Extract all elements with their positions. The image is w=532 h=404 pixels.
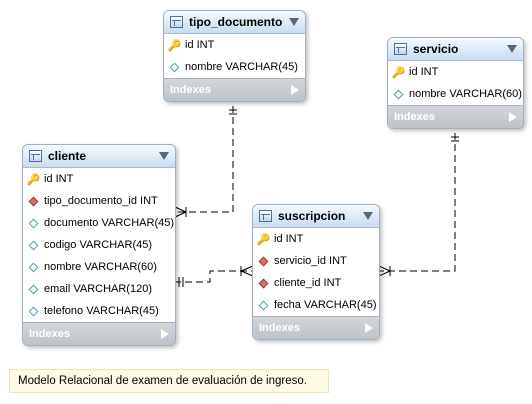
column-icon (28, 240, 39, 251)
collapse-arrow-icon[interactable] (507, 45, 517, 53)
indexes-label: Indexes (259, 322, 300, 334)
table-title: cliente (48, 149, 87, 163)
column-row[interactable]: telefono VARCHAR(45) (23, 300, 175, 322)
column-icon (393, 89, 404, 100)
indexes-section[interactable]: Indexes (253, 316, 379, 339)
column-label: telefono VARCHAR(45) (44, 305, 159, 317)
table-icon (170, 16, 183, 28)
table-header[interactable]: tipo_documento (164, 11, 305, 34)
column-label: servicio_id INT (274, 255, 347, 267)
expand-arrow-icon[interactable] (509, 112, 517, 122)
column-row[interactable]: servicio_id INT (253, 250, 379, 272)
table-icon (394, 43, 407, 55)
column-row[interactable]: tipo_documento_id INT (23, 190, 175, 212)
column-row[interactable]: codigo VARCHAR(45) (23, 234, 175, 256)
column-label: nombre VARCHAR(60) (409, 88, 522, 100)
column-row[interactable]: nombre VARCHAR(60) (23, 256, 175, 278)
table-servicio[interactable]: servicio 🔑 id INT nombre VARCHAR(60) Ind… (387, 37, 524, 129)
table-header[interactable]: suscripcion (253, 205, 379, 228)
relation-cliente-suscripcion (174, 270, 254, 283)
foreign-key-icon (258, 256, 269, 267)
collapse-arrow-icon[interactable] (363, 212, 373, 220)
table-icon (259, 210, 272, 222)
expand-arrow-icon[interactable] (161, 329, 169, 339)
primary-key-icon: 🔑 (256, 233, 271, 246)
column-label: documento VARCHAR(45) (44, 217, 175, 229)
expand-arrow-icon[interactable] (291, 85, 299, 95)
relation-tipo-documento-cliente (174, 106, 234, 213)
table-icon (29, 150, 42, 162)
column-row[interactable]: nombre VARCHAR(45) (164, 56, 305, 78)
column-label: fecha VARCHAR(45) (274, 299, 377, 311)
indexes-label: Indexes (394, 111, 435, 123)
column-icon (258, 300, 269, 311)
column-icon (28, 218, 39, 229)
indexes-section[interactable]: Indexes (388, 105, 523, 128)
column-label: id INT (185, 39, 215, 51)
indexes-section[interactable]: Indexes (23, 322, 175, 345)
column-label: email VARCHAR(120) (44, 283, 152, 295)
column-icon (169, 62, 180, 73)
table-header[interactable]: cliente (23, 145, 175, 168)
column-row[interactable]: documento VARCHAR(45) (23, 212, 175, 234)
table-cliente[interactable]: cliente 🔑 id INT tipo_documento_id INT d… (22, 144, 176, 346)
collapse-arrow-icon[interactable] (289, 18, 299, 26)
column-row[interactable]: nombre VARCHAR(60) (388, 83, 523, 105)
column-row[interactable]: 🔑 id INT (388, 61, 523, 83)
foreign-key-icon (28, 196, 39, 207)
column-label: id INT (44, 173, 74, 185)
note-text: Modelo Relacional de examen de evaluació… (18, 375, 307, 387)
column-row[interactable]: fecha VARCHAR(45) (253, 294, 379, 316)
column-icon (28, 306, 39, 317)
column-row[interactable]: cliente_id INT (253, 272, 379, 294)
table-title: suscripcion (278, 209, 346, 223)
table-tipo-documento[interactable]: tipo_documento 🔑 id INT nombre VARCHAR(4… (163, 10, 306, 102)
column-label: cliente_id INT (274, 277, 342, 289)
indexes-section[interactable]: Indexes (164, 78, 305, 101)
primary-key-icon: 🔑 (26, 173, 41, 186)
column-label: nombre VARCHAR(45) (185, 61, 298, 73)
column-row[interactable]: 🔑 id INT (164, 34, 305, 56)
column-row[interactable]: 🔑 id INT (253, 228, 379, 250)
column-icon (28, 284, 39, 295)
column-icon (28, 262, 39, 273)
table-title: servicio (413, 42, 459, 56)
column-label: nombre VARCHAR(60) (44, 261, 157, 273)
expand-arrow-icon[interactable] (365, 323, 373, 333)
column-label: id INT (274, 233, 304, 245)
column-label: id INT (409, 66, 439, 78)
column-row[interactable]: 🔑 id INT (23, 168, 175, 190)
primary-key-icon: 🔑 (391, 66, 406, 79)
foreign-key-icon (258, 278, 269, 289)
indexes-label: Indexes (29, 328, 70, 340)
collapse-arrow-icon[interactable] (159, 152, 169, 160)
column-row[interactable]: email VARCHAR(120) (23, 278, 175, 300)
table-header[interactable]: servicio (388, 38, 523, 61)
primary-key-icon: 🔑 (167, 39, 182, 52)
diagram-note[interactable]: Modelo Relacional de examen de evaluació… (9, 369, 329, 393)
column-label: codigo VARCHAR(45) (44, 239, 153, 251)
indexes-label: Indexes (170, 84, 211, 96)
relation-servicio-suscripcion (378, 133, 456, 272)
column-label: tipo_documento_id INT (44, 195, 158, 207)
table-title: tipo_documento (189, 15, 283, 29)
table-suscripcion[interactable]: suscripcion 🔑 id INT servicio_id INT cli… (252, 204, 380, 340)
